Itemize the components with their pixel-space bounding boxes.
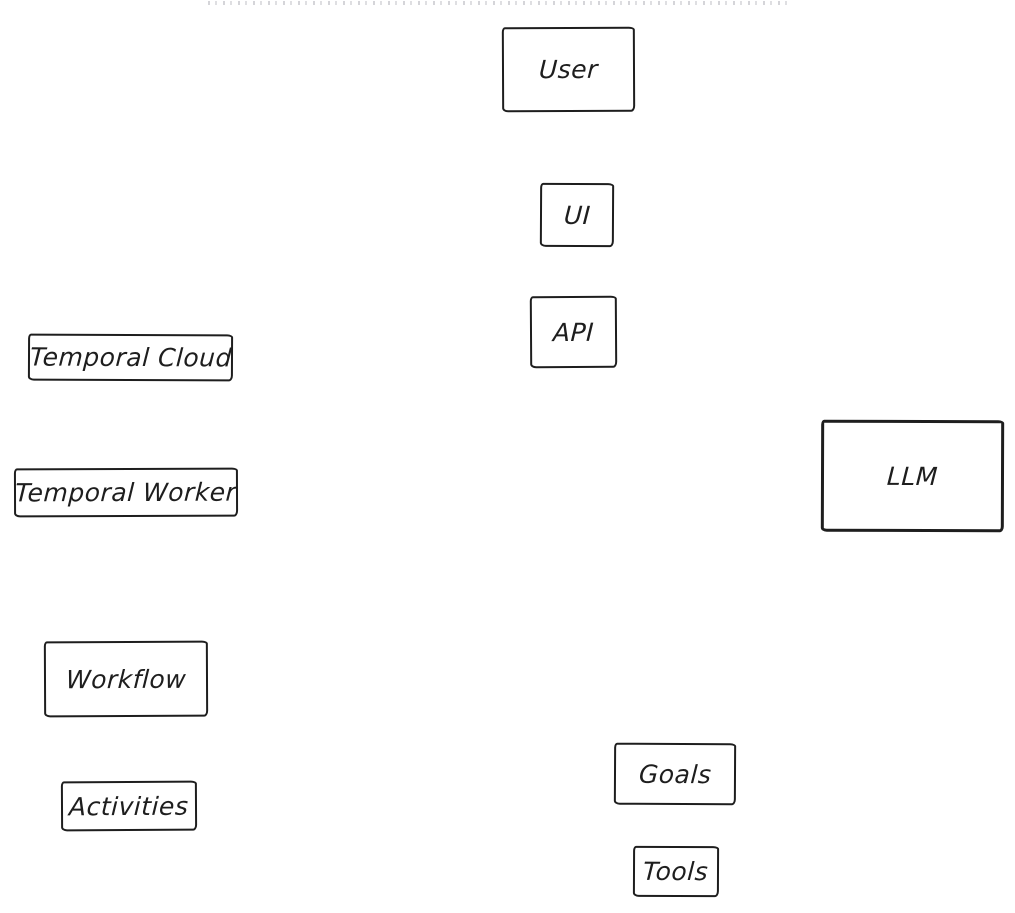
diagram-node-activities: Activities (60, 780, 198, 832)
diagram-node-temporal-worker: Temporal Worker (13, 467, 239, 518)
node-label-tools: Tools (642, 856, 710, 887)
diagram-node-ui: UI (539, 182, 615, 248)
node-label-temporal-cloud: Temporal Cloud (28, 342, 233, 373)
diagram-node-workflow: Workflow (43, 640, 209, 718)
diagram-node-api: API (529, 295, 618, 369)
node-label-workflow: Workflow (65, 664, 187, 694)
diagram-node-llm: LLM (820, 419, 1005, 533)
diagram-node-goals: Goals (613, 742, 737, 806)
diagram-node-user: User (501, 26, 636, 113)
clipped-top-text-remnant (208, 1, 793, 5)
node-label-ui: UI (562, 200, 592, 230)
diagram-node-tools: Tools (632, 845, 720, 898)
diagram-node-temporal-cloud: Temporal Cloud (27, 333, 234, 382)
node-label-user: User (538, 54, 599, 85)
node-label-goals: Goals (637, 759, 713, 789)
node-label-activities: Activities (68, 791, 190, 821)
node-label-temporal-worker: Temporal Worker (14, 477, 238, 508)
node-label-llm: LLM (886, 461, 939, 491)
node-label-api: API (552, 317, 595, 347)
